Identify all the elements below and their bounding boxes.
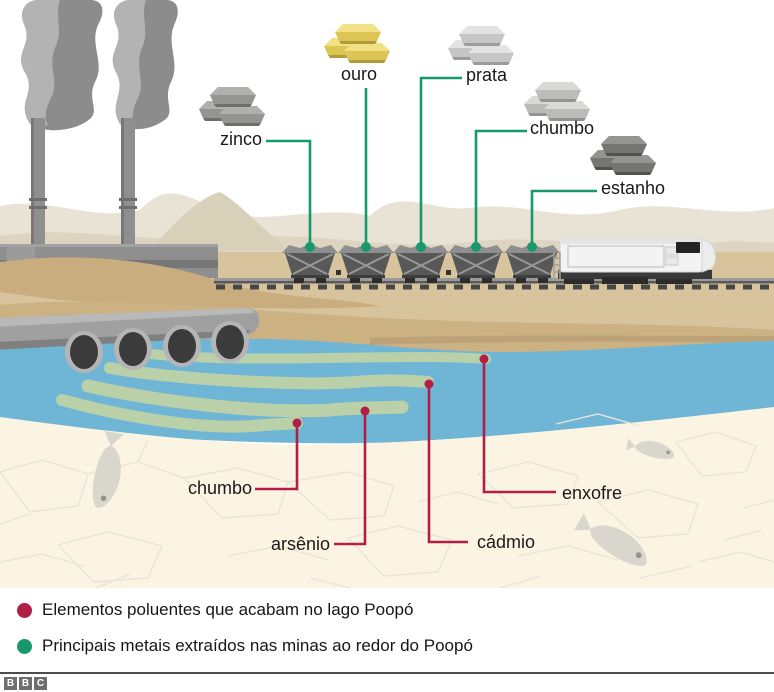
footer-divider [0,672,774,674]
pollutant-label-chumbo: chumbo [187,478,252,498]
zinc-ingots-icon [199,87,265,126]
lakebed-cracks [0,413,774,589]
metal-label-ouro: ouro [341,64,378,84]
chimney-right [119,118,137,246]
pollutant-label-enxofre: enxofre [562,483,623,503]
pollution-plumes [56,349,491,433]
chumbo-metal-callout-line [474,129,527,244]
pipe-opening [65,331,103,373]
metal-label-chumbo: chumbo [530,118,595,138]
bbc-logo: B B C [4,677,47,690]
pipe-opening [163,325,201,367]
legend-item-metals: Principais metais extraídos nas minas ao… [17,636,473,656]
pollutant-callout-dot [292,418,302,428]
chimney-left [29,118,47,246]
pollutant-bullet-icon [17,602,32,618]
pollutant-label-arsenio: arsênio [270,534,330,554]
dry-lakebed [0,407,774,588]
pollutant-callout-dot [424,379,434,389]
pollutant-callout-dot [360,406,370,416]
bbc-logo-block: B [19,677,32,690]
smoke-plume-left [21,0,103,131]
enxofre-callout-line [482,359,556,494]
estanho-callout-line [530,189,597,244]
silver-ingots-icon [448,26,514,65]
smoke-plume-right [112,0,178,130]
metal-callout-dot [361,242,371,252]
metal-bullet-icon [17,638,32,654]
metal-callout-dot [527,242,537,252]
cadmio-callout-line [427,384,468,544]
prata-callout-line [419,76,462,244]
locomotive [553,238,716,284]
metal-label-zinco: zinco [219,129,262,149]
lead-ingots-icon [524,82,590,121]
pollutant-callout-lines [255,354,556,546]
metal-label-estanho: estanho [601,178,666,198]
locomotive-ladder [553,252,561,280]
bbc-logo-block: B [4,677,17,690]
railway-track [214,278,774,290]
legend-text-pollutants: Elementos poluentes que acabam no lago P… [42,600,414,619]
bbc-logo-block: C [34,677,47,690]
tin-ingots-icon [590,136,656,175]
metal-label-prata: prata [466,65,508,85]
zinco-callout-line [266,139,312,244]
metal-callout-dot [471,242,481,252]
metal-callout-dot [305,242,315,252]
drain-pipes [0,308,260,373]
legend-item-pollutants: Elementos poluentes que acabam no lago P… [17,600,413,620]
lake-water [0,338,774,444]
chumbo-poll-callout-line [255,423,299,491]
pollutant-callout-dot [479,354,489,364]
metal-callout-lines [266,76,597,252]
gold-ingots-icon [324,24,390,63]
pollutant-label-cadmio: cádmio [477,532,536,552]
pipe-opening [211,321,249,363]
metal-callout-dot [416,242,426,252]
legend-text-metals: Principais metais extraídos nas minas ao… [42,636,473,655]
arsenio-callout-line [334,411,367,546]
pipe-opening [114,328,152,370]
